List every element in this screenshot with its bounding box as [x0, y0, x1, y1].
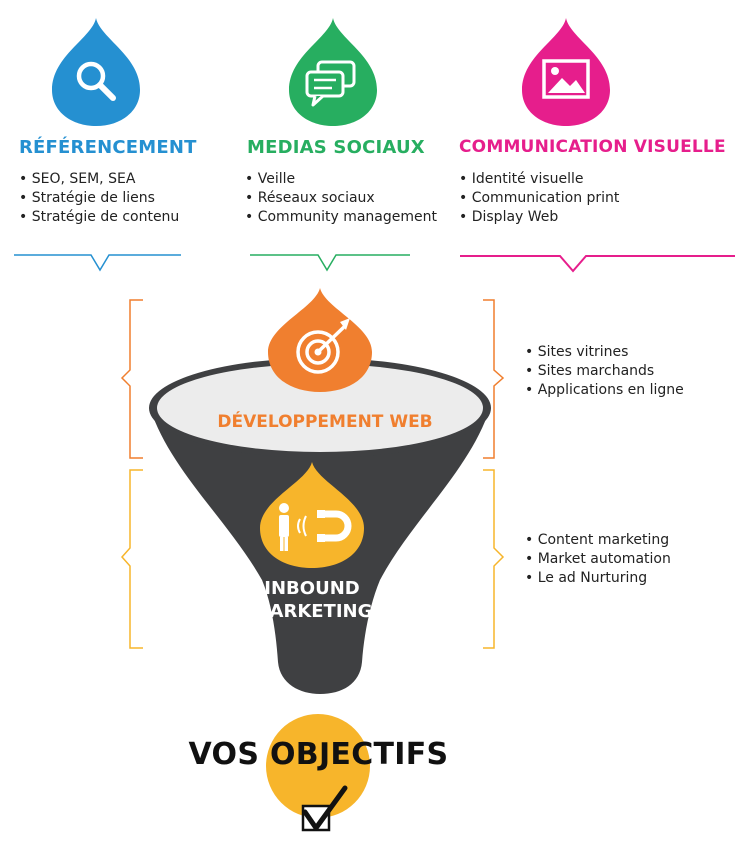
column-list-referencement: SEO, SEM, SEA Stratégie de liens Stratég…	[19, 170, 180, 227]
list-item: Market automation	[525, 550, 671, 569]
list-item: Réseaux sociaux	[245, 189, 437, 208]
list-item: Identité visuelle	[459, 170, 619, 189]
checkbox-checked-icon	[301, 785, 348, 832]
image-icon	[522, 18, 610, 126]
column-title-medias-sociaux: MEDIAS SOCIAUX	[247, 137, 425, 158]
list-item: Content marketing	[525, 531, 671, 550]
objectives-label: VOS OBJECTIFS	[188, 737, 449, 772]
list-item: Stratégie de contenu	[19, 208, 180, 227]
list-item: Sites marchands	[525, 362, 684, 381]
left-brace-bottom	[120, 469, 143, 649]
list-item: Sites vitrines	[525, 343, 684, 362]
left-brace-top	[120, 299, 143, 459]
target-icon	[268, 288, 372, 392]
list-item: SEO, SEM, SEA	[19, 170, 179, 189]
funnel-bottom-list: Content marketing Market automation Le a…	[525, 531, 671, 588]
list-item: Stratégie de liens	[19, 189, 179, 208]
funnel-top-label: DÉVELOPPEMENT WEB	[217, 412, 433, 432]
column-title-communication-visuelle: COMMUNICATION VISUELLE	[459, 137, 726, 157]
list-item: Communication print	[459, 189, 620, 208]
column-list-medias-sociaux: Veille Réseaux sociaux Community managem…	[245, 170, 437, 227]
list-item: Applications en ligne	[525, 381, 684, 400]
list-item: Veille	[245, 170, 437, 189]
right-brace-top	[483, 299, 505, 459]
pink-divider	[460, 255, 735, 273]
column-list-communication-visuelle: Identité visuelle Communication print Di…	[459, 170, 620, 227]
list-item: Display Web	[459, 208, 619, 227]
chat-bubbles-icon	[289, 18, 377, 126]
funnel-bottom-label-line1: INBOUND	[264, 578, 360, 599]
magnet-person-icon	[260, 462, 364, 568]
funnel-top-list: Sites vitrines Sites marchands Applicati…	[525, 343, 684, 400]
green-divider	[250, 254, 410, 272]
funnel-bottom-label-line2: MARKETING	[251, 601, 373, 622]
column-title-referencement: RÉFÉRENCEMENT	[19, 137, 197, 158]
right-brace-bottom	[483, 469, 505, 649]
search-icon	[52, 18, 140, 126]
blue-divider	[14, 254, 181, 272]
list-item: Le ad Nurturing	[525, 569, 671, 588]
list-item: Community management	[245, 208, 437, 227]
